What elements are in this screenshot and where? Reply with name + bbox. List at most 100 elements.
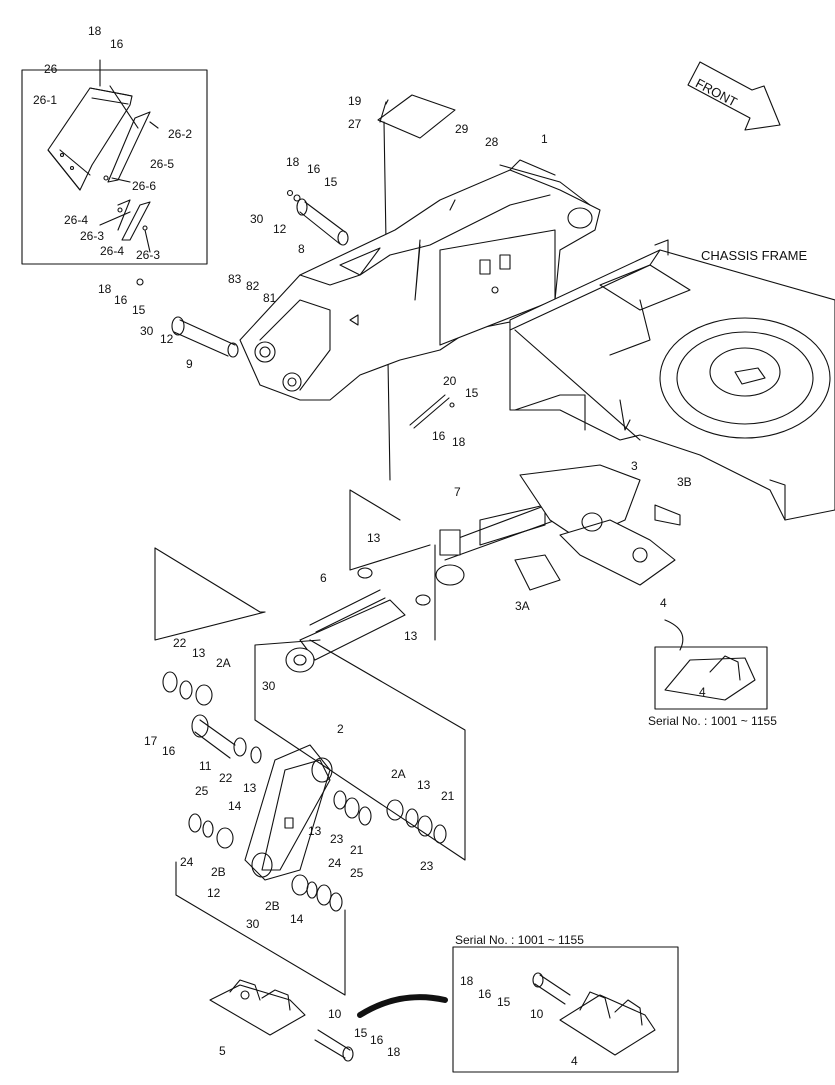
label-16: 16 [307, 162, 321, 176]
label-16: 16 [162, 744, 176, 758]
label-15: 15 [354, 1026, 368, 1040]
inset-26-box [21, 59, 208, 265]
label-21: 21 [441, 789, 455, 803]
label-30: 30 [262, 679, 276, 693]
label-19: 19 [348, 94, 362, 108]
label-16: 16 [370, 1033, 384, 1047]
serial-label-2: Serial No. : 1001 ~ 1155 [455, 933, 584, 947]
label-13: 13 [243, 781, 257, 795]
label-4: 4 [660, 596, 667, 610]
label-13: 13 [404, 629, 418, 643]
label-26: 26 [44, 62, 58, 76]
label-4: 4 [699, 685, 706, 699]
label-5: 5 [219, 1044, 226, 1058]
label-2A: 2A [216, 656, 231, 670]
label-3: 3 [631, 459, 638, 473]
pin-8 [286, 189, 349, 246]
label-13: 13 [367, 531, 381, 545]
label-1: 1 [541, 132, 548, 146]
label-21: 21 [350, 843, 364, 857]
label-2B: 2B [265, 899, 280, 913]
label-26-2: 26-2 [168, 127, 193, 141]
label-10: 10 [530, 1007, 544, 1021]
label-26-3: 26-3 [136, 248, 161, 262]
label-16: 16 [432, 429, 446, 443]
bracket-5 [209, 979, 354, 1062]
label-26-3: 26-3 [80, 229, 105, 243]
serial-label-1: Serial No. : 1001 ~ 1155 [648, 714, 777, 728]
bracket-3 [514, 464, 681, 591]
label-18: 18 [460, 974, 474, 988]
label-26-4: 26-4 [64, 213, 89, 227]
label-13: 13 [308, 824, 322, 838]
label-16: 16 [110, 37, 124, 51]
label-4: 4 [571, 1054, 578, 1068]
cylinder-6 [285, 567, 431, 673]
pin-9 [136, 278, 239, 358]
inset-serial-2 [357, 946, 679, 1073]
label-15: 15 [497, 995, 511, 1009]
label-26-1: 26-1 [33, 93, 58, 107]
label-22: 22 [219, 771, 233, 785]
label-27: 27 [348, 117, 362, 131]
chassis-frame-label: CHASSIS FRAME [701, 248, 808, 263]
label-26-4: 26-4 [100, 244, 125, 258]
outline-6 [154, 547, 266, 641]
label-6: 6 [320, 571, 327, 585]
label-22: 22 [173, 636, 187, 650]
label-82: 82 [246, 279, 260, 293]
label-17: 17 [144, 734, 158, 748]
label-13: 13 [417, 778, 431, 792]
label-16: 16 [478, 987, 492, 1001]
label-12: 12 [207, 886, 221, 900]
label-29: 29 [455, 122, 469, 136]
label-18: 18 [98, 282, 112, 296]
label-15: 15 [465, 386, 479, 400]
label-24: 24 [180, 855, 194, 869]
label-81: 81 [263, 291, 277, 305]
pin-11 [191, 714, 236, 759]
label-18: 18 [88, 24, 102, 38]
label-8: 8 [298, 242, 305, 256]
label-2B: 2B [211, 865, 226, 879]
label-12: 12 [273, 222, 287, 236]
inset-serial-1 [654, 619, 768, 710]
label-30: 30 [246, 917, 260, 931]
chassis-frame [509, 239, 835, 521]
label-2: 2 [337, 722, 344, 736]
label-14: 14 [228, 799, 242, 813]
label-13: 13 [192, 646, 206, 660]
label-12: 12 [160, 332, 174, 346]
label-30: 30 [140, 324, 154, 338]
label-83: 83 [228, 272, 242, 286]
label-14: 14 [290, 912, 304, 926]
label-15: 15 [324, 175, 338, 189]
label-3B: 3B [677, 475, 692, 489]
label-9: 9 [186, 357, 193, 371]
label-28: 28 [485, 135, 499, 149]
label-30: 30 [250, 212, 264, 226]
label-18: 18 [387, 1045, 401, 1059]
arm-2 [244, 744, 333, 881]
label-25: 25 [195, 784, 209, 798]
label-7: 7 [454, 485, 461, 499]
label-16: 16 [114, 293, 128, 307]
label-26-6: 26-6 [132, 179, 157, 193]
label-26-5: 26-5 [150, 157, 175, 171]
label-3A: 3A [515, 599, 530, 613]
label-25: 25 [350, 866, 364, 880]
bolt-20 [409, 394, 450, 429]
label-2A: 2A [391, 767, 406, 781]
label-15: 15 [132, 303, 146, 317]
front-arrow [687, 61, 781, 131]
label-18: 18 [452, 435, 466, 449]
cylinder-7 [435, 499, 571, 586]
label-24: 24 [328, 856, 342, 870]
label-18: 18 [286, 155, 300, 169]
label-23: 23 [420, 859, 434, 873]
label-20: 20 [443, 374, 457, 388]
label-10: 10 [328, 1007, 342, 1021]
cover-plate-27 [377, 94, 456, 139]
